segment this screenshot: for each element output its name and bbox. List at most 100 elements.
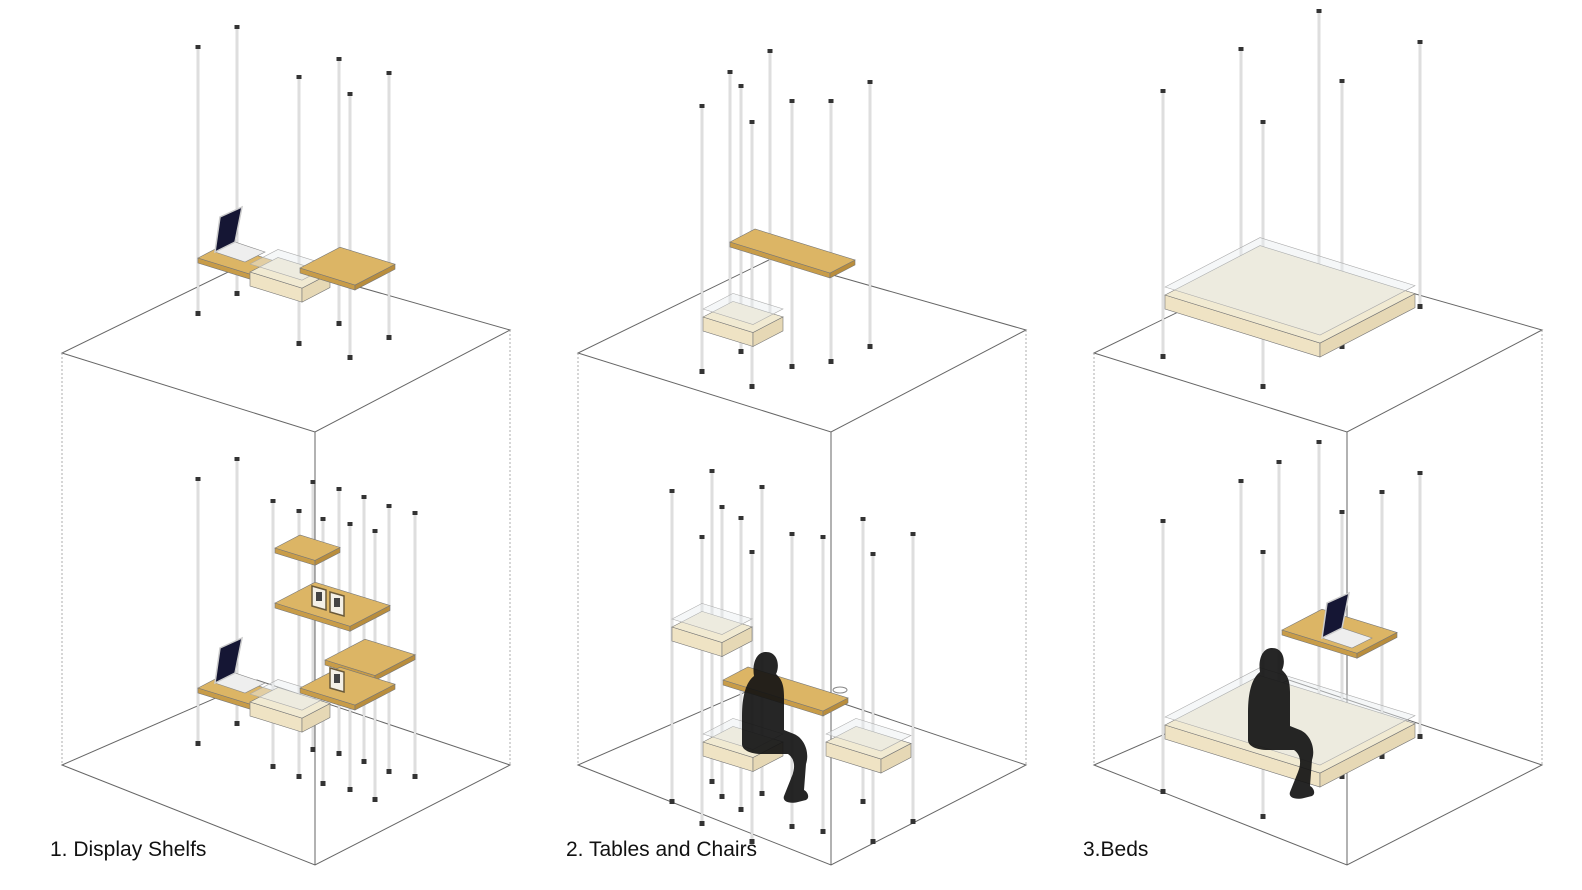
pole-top-cap — [1238, 479, 1244, 483]
pole-top-cap — [361, 495, 367, 499]
pole-top-cap — [820, 535, 826, 539]
cushion-top — [249, 687, 331, 719]
pole-top-cap — [727, 70, 733, 74]
pole-foot — [347, 787, 353, 792]
pole-foot — [1339, 774, 1345, 779]
pole-foot — [910, 819, 916, 824]
laptop-screen — [214, 636, 244, 685]
pole-top-cap — [870, 552, 876, 556]
pole-foot — [738, 349, 744, 354]
pole-foot — [270, 764, 276, 769]
wood-shelf-top — [299, 246, 396, 286]
pole-top-cap — [867, 80, 873, 84]
pole-foot — [1339, 344, 1345, 349]
picture-image — [316, 592, 322, 601]
glass-cover — [702, 293, 784, 325]
pole-top-cap — [1339, 510, 1345, 514]
pole-foot — [719, 794, 725, 799]
pole-top-cap — [336, 57, 342, 61]
pole-foot — [1160, 789, 1166, 794]
pole-top-cap — [412, 511, 418, 515]
pole-top-cap — [1339, 79, 1345, 83]
person-silhouette — [1248, 648, 1315, 799]
pole-top-cap — [386, 504, 392, 508]
pole-foot — [310, 747, 316, 752]
pole-foot — [699, 821, 705, 826]
pole-foot — [336, 321, 342, 326]
picture-image — [334, 598, 340, 607]
pole-foot — [195, 311, 201, 316]
pole-top-cap — [320, 517, 326, 521]
pole-top-cap — [759, 485, 765, 489]
cushion-top — [671, 611, 753, 643]
pole-foot — [1417, 304, 1423, 309]
pole-top-cap — [669, 489, 675, 493]
pole-top-cap — [296, 509, 302, 513]
panel-label-display-shelfs: 1. Display Shelfs — [50, 838, 207, 861]
laptop-screen — [214, 205, 244, 254]
pole-top-cap — [1417, 471, 1423, 475]
panel-1 — [60, 25, 512, 866]
pole-top-cap — [1260, 550, 1266, 554]
pole-top-cap — [1160, 89, 1166, 93]
pole-foot — [867, 344, 873, 349]
pole-foot — [759, 791, 765, 796]
glass-cover — [825, 718, 912, 752]
pole-foot — [1160, 354, 1166, 359]
lower-floor-outline — [60, 679, 512, 866]
pole-foot — [669, 799, 675, 804]
pole-foot — [386, 769, 392, 774]
lower-floor-outline — [576, 679, 1028, 866]
laptop-screen — [1321, 591, 1351, 640]
pole-top-cap — [1379, 490, 1385, 494]
pole-foot — [386, 335, 392, 340]
pole-foot — [372, 797, 378, 802]
pole-top-cap — [310, 480, 316, 484]
pole-top-cap — [709, 469, 715, 473]
pole-foot — [296, 341, 302, 346]
pole-foot — [234, 291, 240, 296]
pole-foot — [347, 355, 353, 360]
pole-foot — [738, 807, 744, 812]
pole-top-cap — [767, 49, 773, 53]
panel-3 — [1092, 9, 1544, 866]
pole-foot — [789, 364, 795, 369]
pole-top-cap — [789, 99, 795, 103]
pole-top-cap — [296, 75, 302, 79]
pole-top-cap — [195, 477, 201, 481]
pole-top-cap — [719, 505, 725, 509]
panel-2 — [576, 49, 1028, 866]
pole-top-cap — [195, 45, 201, 49]
pole-top-cap — [347, 522, 353, 526]
wood-shelf-top — [299, 666, 396, 706]
pole-foot — [699, 369, 705, 374]
wood-shelf-top — [729, 228, 856, 274]
pole-foot — [1260, 384, 1266, 389]
pole-foot — [749, 839, 755, 844]
pole-foot — [336, 751, 342, 756]
pole-foot — [296, 774, 302, 779]
pole-top-cap — [336, 487, 342, 491]
pole-foot — [870, 839, 876, 844]
cushion-top — [1164, 245, 1416, 344]
pole-top-cap — [347, 92, 353, 96]
pole-top-cap — [749, 550, 755, 554]
pole-foot — [1260, 814, 1266, 819]
pole-top-cap — [828, 99, 834, 103]
pole-foot — [412, 774, 418, 779]
panel-label-beds: 3.Beds — [1083, 838, 1149, 861]
pole-foot — [234, 721, 240, 726]
pole-top-cap — [234, 25, 240, 29]
pole-foot — [709, 779, 715, 784]
glass-cover — [1164, 237, 1416, 336]
pole-top-cap — [270, 499, 276, 503]
picture-image — [334, 674, 340, 683]
pole-foot — [195, 741, 201, 746]
pole-top-cap — [738, 516, 744, 520]
pole-top-cap — [1316, 9, 1322, 13]
pole-top-cap — [386, 71, 392, 75]
pole-top-cap — [1276, 460, 1282, 464]
pole-foot — [860, 799, 866, 804]
cushion-top — [825, 726, 912, 760]
